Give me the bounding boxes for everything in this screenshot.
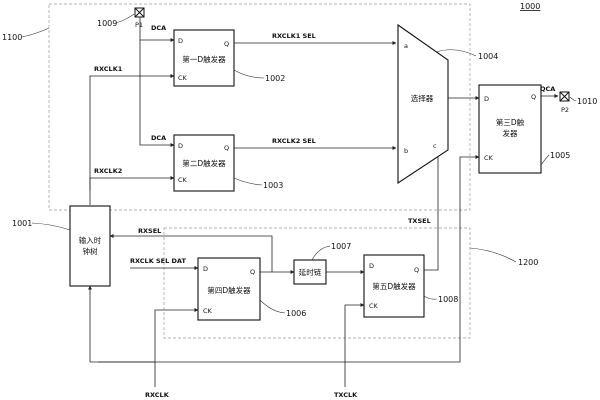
ref-1002: 1002 (265, 74, 285, 83)
ref-1006: 1006 (286, 309, 306, 318)
dff4-box (197, 257, 261, 321)
dff3-label-line2: 发器 (503, 128, 518, 138)
input-clock-tree-box (69, 205, 111, 287)
dff3-ck-pin: CK (484, 154, 494, 162)
pin-p2-symbol (559, 91, 570, 102)
leader-1005 (540, 154, 550, 166)
signal-rxclk2: RXCLK2 (94, 167, 122, 175)
dff2-d-pin: D (178, 142, 183, 150)
dff4-d-pin: D (203, 265, 208, 273)
figure-number: 1000 (520, 2, 540, 11)
signal-dca-mid: DCA (151, 134, 166, 142)
dff4-label: 第四D触发器 (207, 285, 251, 295)
leader-1003 (233, 177, 263, 186)
leader-1010 (569, 96, 577, 102)
dff3-d-pin: D (484, 95, 489, 103)
mux-input-a: a (404, 42, 408, 50)
dff2-ck-pin: CK (178, 176, 188, 184)
dff1-d-pin: D (178, 37, 183, 45)
dff5-q-pin: Q (414, 266, 419, 274)
ref-1100: 1100 (2, 33, 22, 42)
signal-rxclk2-sel: RXCLK2 SEL (272, 137, 316, 145)
ref-1008: 1008 (438, 295, 458, 304)
pin-p1-name: P1 (135, 21, 143, 29)
ref-1003: 1003 (263, 181, 283, 190)
dff3-box (478, 84, 542, 174)
leader-1002 (233, 69, 265, 79)
signal-qca: QCA (540, 85, 555, 93)
dff5-d-pin: D (369, 262, 374, 270)
dff5-label: 第五D触发器 (372, 281, 416, 291)
ref-1001: 1001 (12, 219, 32, 228)
leader-1001 (31, 222, 71, 231)
signal-txclk: TXCLK (334, 391, 358, 399)
signal-dca-top: DCA (151, 24, 166, 32)
ref-1004: 1004 (478, 52, 498, 61)
dff2-box (173, 134, 235, 192)
leader-1007 (311, 245, 331, 261)
region-1100-box (48, 3, 471, 211)
ref-1005: 1005 (550, 151, 570, 160)
leader-1008 (423, 295, 438, 300)
mux-shape (397, 23, 449, 185)
ref-1200: 1200 (518, 258, 538, 267)
dff2-q-pin: Q (224, 144, 229, 152)
ref-1007: 1007 (331, 242, 351, 251)
leader-1006 (259, 299, 286, 314)
delay-chain-box (293, 259, 327, 285)
pin-p2-name: P2 (561, 106, 569, 114)
signal-rxclk: RXCLK (145, 391, 170, 399)
leader-1009 (115, 13, 135, 24)
leader-1100 (21, 27, 50, 38)
mux-input-b: b (404, 147, 408, 155)
dff1-box (173, 29, 235, 87)
delay-chain-label: 延时链 (299, 267, 322, 277)
input-clock-tree-label-line2: 钟树 (83, 246, 98, 256)
mux-label: 选择器 (411, 93, 434, 103)
dff4-ck-pin: CK (203, 307, 213, 315)
signal-rxclk1-sel: RXCLK1 SEL (272, 32, 316, 40)
dff5-box (363, 254, 425, 318)
dff5-ck-pin: CK (369, 302, 379, 310)
dff1-ck-pin: CK (178, 74, 188, 82)
dff1-q-pin: Q (224, 40, 229, 48)
input-clock-tree-label-line1: 输入时 (79, 235, 102, 245)
signal-rxclk1: RXCLK1 (94, 65, 123, 73)
mux-select-c: c (433, 142, 437, 150)
pin-p1-symbol (134, 7, 145, 18)
region-1200-box (163, 227, 471, 339)
leader-1200 (469, 247, 517, 263)
signal-rxclk-sel-dat: RXCLK SEL DAT (130, 257, 186, 265)
signal-txsel: TXSEL (408, 217, 431, 225)
dff4-q-pin: Q (250, 268, 255, 276)
dff1-label: 第一D触发器 (182, 54, 226, 64)
dff3-label-line1: 第三D触 (496, 117, 525, 127)
dff2-label: 第二D触发器 (182, 158, 226, 168)
leader-1004 (435, 49, 477, 57)
ref-1010: 1010 (577, 97, 597, 106)
wires (88, 16, 559, 387)
dff3-q-pin: Q (531, 93, 536, 101)
ref-1009: 1009 (97, 19, 117, 28)
signal-rxsel: RXSEL (138, 227, 161, 235)
